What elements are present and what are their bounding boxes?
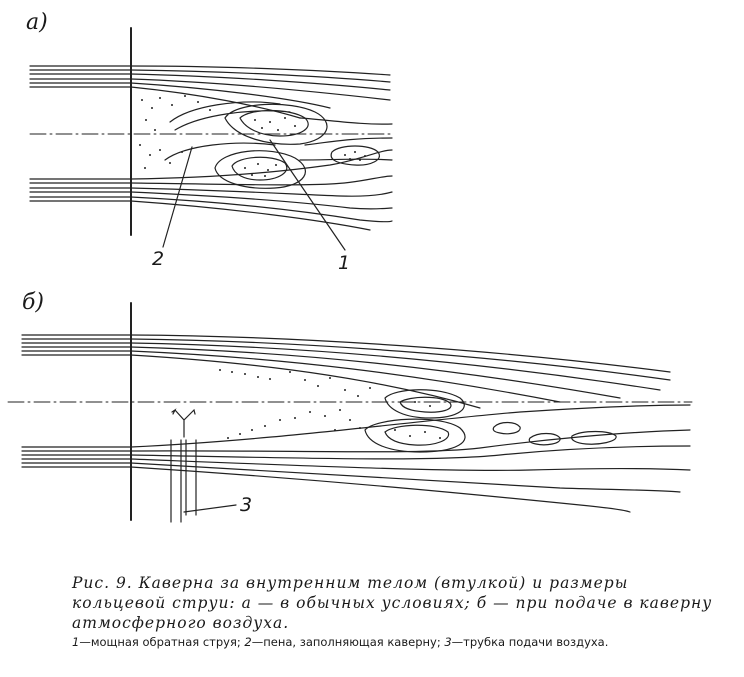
panel-a-jet-upper [130,65,391,119]
panel-a-upper-wall [29,65,132,88]
legend-1-num: 1 [72,635,80,649]
panel-b-lower-wall [21,446,132,468]
panel-b-blob-3 [571,430,617,445]
label-1: 1 [338,252,351,274]
panel-b-foam [219,369,441,439]
panel-b-upper-wall [21,334,132,356]
figure-caption: Рис. 9. Каверна за внутренним телом (вту… [72,573,722,650]
panel-a-foam [139,95,366,177]
panel-b-blob-1 [492,421,521,435]
panel-a-label: а) [26,10,48,35]
legend-1-text: мощная обратная струя; [90,635,241,649]
legend-2-num: 2 [244,635,252,649]
panel-a-blob [330,145,380,166]
panel-a-jet-lower [130,149,393,231]
legend-3-text: трубка подачи воздуха. [463,635,609,649]
panel-a-lower-wall [29,178,132,202]
panel-a-streamlines [299,117,393,161]
panel-b-label: б) [22,290,45,315]
label-2: 2 [152,248,165,270]
panel-b-jet-upper [130,334,671,409]
panel-b-drawing [7,302,693,523]
caption-main: Рис. 9. Каверна за внутренним телом (вту… [72,574,713,632]
label-3: 3 [240,494,253,516]
panel-a-vortex-upper [169,101,328,145]
panel-b-vortex-lower [364,418,466,453]
caption-legend: 1—мощная обратная струя; 2—пена, заполня… [72,635,609,649]
figure-illustration [7,27,693,523]
panel-b-air-tube [170,408,197,523]
panel-b-jet-lower [130,404,691,513]
panel-b-blob-2 [528,432,561,446]
panel-b-leader-3 [183,504,237,513]
panel-a-leader-2 [162,146,193,248]
panel-b-vortex-upper [384,389,465,419]
legend-2-text: пена, заполняющая каверну; [263,635,441,649]
panel-a-drawing [29,27,393,251]
legend-3-num: 3 [444,635,452,649]
panel-a-leader-1 [269,139,346,251]
